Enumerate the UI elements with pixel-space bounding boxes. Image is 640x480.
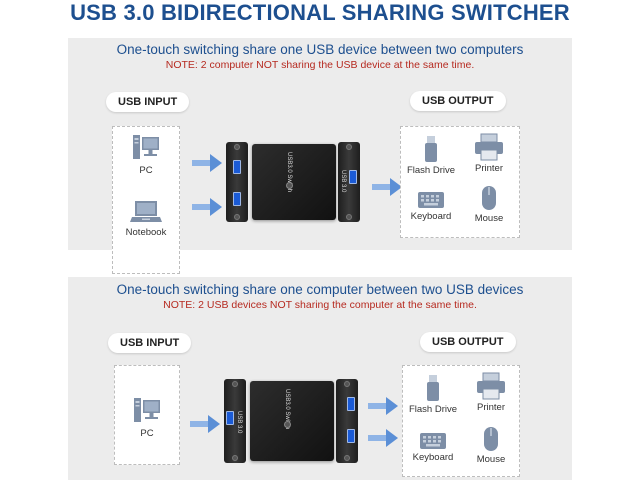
bottom-switch-right-wing [336,379,358,463]
bottom-switch-port-out-1 [347,397,355,411]
top-switch-text: USB3.0 Switch [286,152,292,193]
bottom-panel-heading: One-touch switching share one computer b… [116,282,524,297]
notebook-icon [130,201,162,222]
top-panel: One-touch switching share one USB device… [68,38,572,274]
top-keyboard-label: Keyboard [410,211,452,222]
arrow-right-icon [368,429,398,447]
bottom-switch-left-wing: USB 3.0 [224,379,246,463]
arrow-right-icon [192,154,222,172]
top-port-text: USB 3.0 [340,170,346,193]
flash-drive-icon [425,136,437,162]
bottom-output-box: Flash Drive Printer Keyboard [402,365,520,477]
main-title: USB 3.0 BIDIRECTIONAL SHARING SWITCHER [70,0,570,25]
top-switch-left-wing [226,142,248,222]
arrow-right-icon [368,397,398,415]
bottom-mouse-label: Mouse [476,454,506,465]
bottom-usb-output-label: USB OUTPUT [420,332,516,352]
flash-drive-icon [427,375,439,401]
bottom-switch-body: USB3.0 Switch [250,381,334,461]
top-switch-right-wing: USB 3.0 [338,142,360,222]
top-switch-port-2 [233,192,241,206]
top-mouse-label: Mouse [474,213,504,224]
top-flash-drive: Flash Drive [403,135,459,176]
top-pc-label: PC [139,165,153,176]
keyboard-icon [418,192,444,208]
top-mouse: Mouse [461,185,517,224]
top-switch-port-out [349,170,357,184]
bottom-switch-port-in [226,411,234,425]
bottom-mouse: Mouse [463,426,519,465]
bottom-flash-drive: Flash Drive [405,374,461,415]
bottom-port-text-left: USB 3.0 [236,411,242,434]
bottom-pc-label: PC [140,428,154,439]
top-usb-input-label: USB INPUT [106,92,190,112]
arrow-right-icon [372,178,402,196]
bottom-switch-port-out-2 [347,429,355,443]
keyboard-icon [420,433,446,449]
bottom-flash-drive-label: Flash Drive [408,404,458,415]
top-notebook-label: Notebook [125,227,167,238]
top-flash-drive-label: Flash Drive [406,165,456,176]
bottom-panel-note: NOTE: 2 USB devices NOT sharing the comp… [163,299,477,311]
pc-icon [134,398,160,422]
top-printer-label: Printer [475,163,503,174]
bottom-usb-input-label: USB INPUT [108,333,192,353]
bottom-printer: Printer [463,372,519,413]
top-switch-body: USB3.0 Switch [252,144,336,220]
arrow-right-icon [190,415,220,433]
arrow-right-icon [192,198,222,216]
bottom-input-box: PC [114,365,180,465]
top-panel-heading: One-touch switching share one USB device… [116,42,524,57]
mouse-icon [482,186,496,210]
top-output-box: Flash Drive Printer Keyboard [400,126,520,238]
bottom-switch-text: USB3.0 Switch [284,389,290,430]
top-panel-note: NOTE: 2 computer NOT sharing the USB dev… [165,59,475,71]
bottom-keyboard: Keyboard [405,432,461,463]
top-keyboard: Keyboard [403,191,459,222]
printer-icon [477,372,505,400]
pc-icon [133,135,159,159]
top-switch-button [286,182,293,189]
top-switch-port-1 [233,160,241,174]
bottom-printer-label: Printer [477,402,505,413]
top-notebook: Notebook [117,199,175,238]
top-input-box: PC Notebook [112,126,180,274]
top-printer: Printer [461,133,517,174]
bottom-panel: One-touch switching share one computer b… [68,277,572,480]
bottom-switch-button [284,421,291,428]
bottom-keyboard-label: Keyboard [412,452,454,463]
mouse-icon [484,427,498,451]
top-pc: PC [117,133,175,176]
bottom-pc: PC [119,396,175,439]
printer-icon [475,133,503,161]
top-usb-output-label: USB OUTPUT [410,91,506,111]
